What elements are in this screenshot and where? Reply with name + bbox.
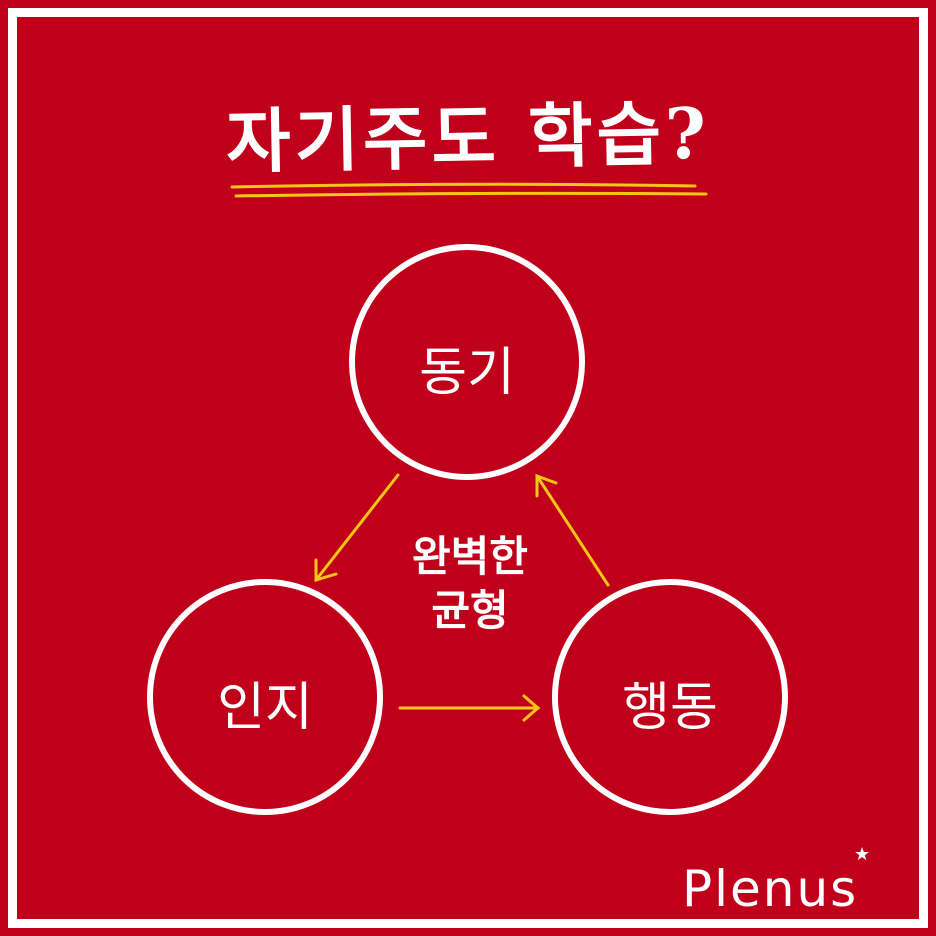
node-label-motivation: 동기: [419, 343, 515, 403]
brand-logo: Plenus★: [682, 844, 873, 918]
node-circle-cognition: [147, 579, 383, 815]
center-text: 완벽한 균형: [370, 530, 570, 638]
title-underline-2: [234, 191, 708, 198]
center-line-1: 완벽한: [412, 532, 528, 581]
arrow-behavior-to-motivation: [535, 473, 610, 587]
center-line-2: 균형: [431, 586, 509, 635]
node-label-cognition: 인지: [217, 678, 313, 738]
arrow-cognition-to-behavior: [398, 694, 541, 722]
arrow-motivation-to-cognition: [314, 473, 400, 583]
node-label-behavior: 행동: [622, 678, 718, 738]
node-circle-behavior: [552, 579, 788, 815]
star-icon: ★: [854, 844, 873, 865]
node-circle-motivation: [349, 244, 585, 480]
title-underline: [230, 182, 697, 189]
white-frame: [8, 8, 928, 928]
